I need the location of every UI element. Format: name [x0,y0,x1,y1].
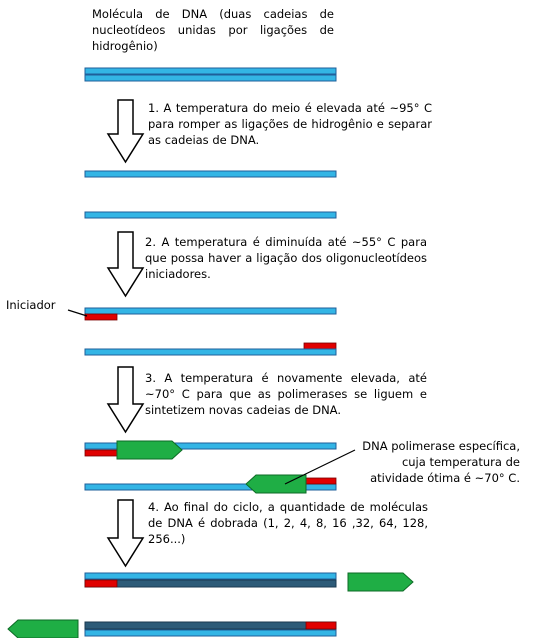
primer-bottom [303,342,337,350]
primer-label: Iniciador [6,298,56,312]
dna-polymerase-bottom [245,474,307,494]
down-arrow-icon [106,99,145,164]
primer-label-pointer [67,309,88,317]
primer-top [84,579,118,588]
dna-strand-bottom [84,483,337,491]
dna-strand-top [84,67,337,75]
intro-text: Molécula de DNA (duas cadeias de nucleot… [92,7,334,53]
dna-double-strand [84,67,337,82]
dna-strand-bottom [84,629,337,637]
step-1-text: 1. A temperatura do meio é elevada até ~… [148,101,432,147]
primer-bottom [305,477,337,485]
new-dna-strand [84,579,337,588]
dna-strand-separated-bottom [84,211,337,219]
dna-polymerase-released [7,619,79,638]
primer-top [84,449,118,457]
down-arrow-icon [106,499,145,568]
dna-polymerase-released [347,572,414,592]
step-3-text: 3. A temperatura é novamente elevada, at… [145,371,427,417]
primer-top [84,313,118,321]
new-dna-strand [84,621,337,630]
dna-polymerase-top [116,440,183,460]
step-4-text: 4. Ao final do ciclo, a quantidade de mo… [148,500,428,546]
down-arrow-icon [106,231,145,298]
primer-bottom [305,621,337,630]
dna-strand-bottom [84,74,337,82]
step-2-text: 2. A temperatura é diminuída até ~55° C … [145,235,427,281]
polymerase-label: DNA polimerase específica, cuja temperat… [362,439,520,485]
down-arrow-icon [106,366,145,434]
dna-strand-bottom [84,348,337,356]
dna-strand-top [84,572,337,580]
dna-strand-top [84,442,337,450]
polymerase-label-pointer [284,449,356,485]
dna-strand-separated-top [84,170,337,178]
dna-strand-top [84,307,337,315]
